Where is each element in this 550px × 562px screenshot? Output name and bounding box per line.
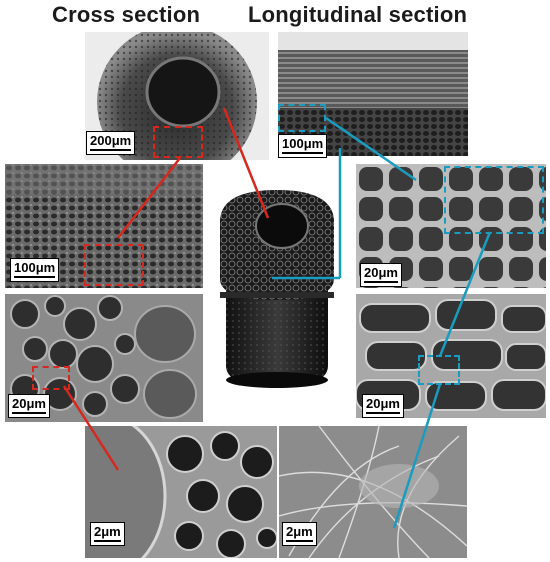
long-detail-zoom-box (418, 355, 460, 385)
scale-bar-long-mid: 20μm (360, 263, 402, 287)
scale-bar-long-overview: 100μm (278, 134, 328, 158)
cross-mid-zoom-box (84, 244, 144, 286)
scale-bar-cross-detail: 20μm (8, 394, 50, 418)
cross-section-overview-image (85, 32, 269, 160)
scale-bar-label: 100μm (14, 260, 56, 275)
scale-bar-label: 2μm (286, 524, 313, 539)
scale-bar-long-detail: 20μm (362, 394, 404, 418)
cross-detail-zoom-box (32, 366, 70, 390)
scale-bar-label: 200μm (90, 133, 132, 148)
scale-bar-cross-overview: 200μm (86, 131, 136, 155)
cross-overview-zoom-box (153, 126, 203, 158)
scale-bar-cross-zoom: 2μm (90, 522, 125, 546)
scale-bar-long-zoom: 2μm (282, 522, 317, 546)
scale-bar-label: 20μm (366, 396, 400, 411)
scale-bar-label: 20μm (12, 396, 46, 411)
scaffold-3d-model (220, 190, 334, 388)
longitudinal-section-heading: Longitudinal section (248, 2, 468, 27)
scale-bar-label: 100μm (282, 136, 324, 151)
scale-bar-label: 2μm (94, 524, 121, 539)
long-mid-zoom-box (444, 166, 544, 234)
scale-bar-label: 20μm (364, 265, 398, 280)
cross-section-zoom-image (85, 426, 277, 558)
scale-bar-cross-mid: 100μm (10, 258, 60, 282)
long-overview-zoom-box (278, 104, 326, 132)
cross-section-heading: Cross section (52, 2, 201, 27)
